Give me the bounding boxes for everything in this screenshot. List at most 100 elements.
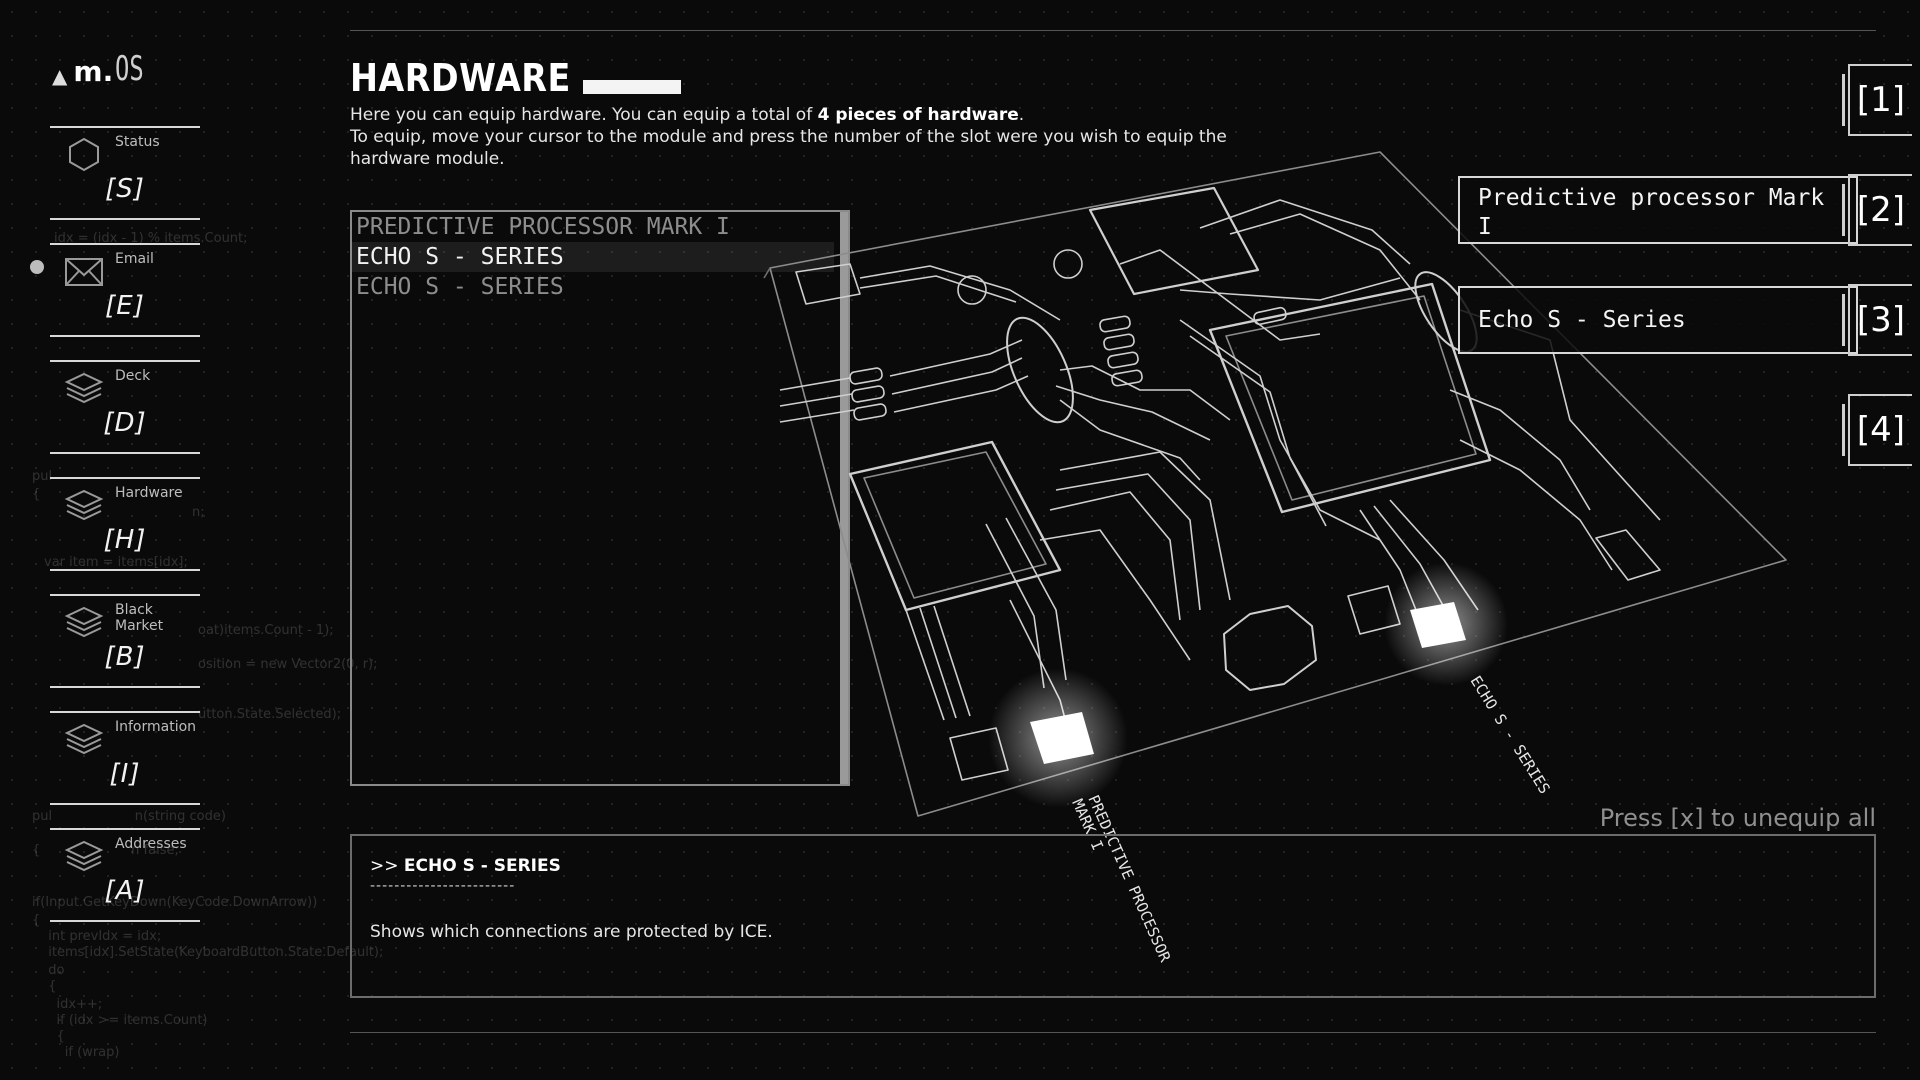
nav-item-label: Black Market <box>115 602 164 634</box>
trace <box>1119 249 1321 341</box>
octagon-pad <box>1223 605 1317 691</box>
trace <box>893 375 1029 413</box>
description-panel: >> ECHO S - SERIES ---------------------… <box>350 834 1876 998</box>
trace <box>859 275 1017 303</box>
board-label-echo: ECHO S - SERIES <box>1467 673 1554 797</box>
nav-item-key: [E] <box>105 291 145 321</box>
board-outline <box>769 151 1787 817</box>
intro-text-bold: 4 pieces of hardware <box>817 105 1019 125</box>
app-logo: ▲ m. OS <box>52 52 156 86</box>
nav-item-addresses[interactable]: Addresses [A] <box>50 828 200 922</box>
description-text: Shows which connections are protected by… <box>370 922 773 942</box>
nav-item-key: [B] <box>104 642 146 672</box>
connector-pad <box>1103 333 1135 351</box>
trace <box>1059 451 1231 601</box>
nav-item-hardware[interactable]: Hardware [H] <box>50 477 200 571</box>
connector-pad <box>849 367 883 385</box>
chip-top <box>1088 186 1260 296</box>
hexagon-icon <box>64 136 104 172</box>
board-edge <box>763 267 771 279</box>
layers-icon <box>64 604 104 640</box>
trace <box>1189 335 1327 527</box>
trace <box>905 609 945 721</box>
code-line: idx++; <box>40 997 103 1012</box>
trace <box>985 523 1045 689</box>
nav-item-label: Status <box>115 134 160 150</box>
equipped-module-echo <box>1410 602 1466 648</box>
nav-item-information[interactable]: Information [I] <box>50 711 200 805</box>
nav-item-label: Deck <box>115 368 151 384</box>
circuit-board: PREDICTIVE PROCESSOR MARK I ECHO S - SER… <box>763 151 1787 966</box>
nav-item-email[interactable]: Email [E] <box>50 243 200 337</box>
component-box <box>1595 529 1661 581</box>
code-line: { <box>40 1029 65 1044</box>
slot-2-number[interactable]: [2] <box>1842 174 1912 246</box>
chip-left-inner <box>863 451 1047 599</box>
trace <box>779 393 853 407</box>
chip-large <box>1208 282 1492 514</box>
trace <box>859 265 1061 321</box>
description-title: >> ECHO S - SERIES <box>370 856 561 876</box>
envelope-icon <box>64 253 104 289</box>
code-line: oat)items.Count - 1); <box>198 623 334 638</box>
intro-text-post: . <box>1018 105 1025 125</box>
equipped-module-predictive <box>1030 712 1094 764</box>
intro-line-2: To equip, move your cursor to the module… <box>350 127 1227 169</box>
code-line: if (idx >= items.Count) <box>40 1013 208 1028</box>
chip-large-inner <box>1225 295 1477 501</box>
trace <box>889 339 1023 377</box>
list-item[interactable]: ECHO S - SERIES <box>356 274 564 300</box>
layers-icon <box>64 838 104 874</box>
code-line: if (wrap) <box>40 1045 120 1060</box>
description-divider: ------------------------ <box>370 878 516 894</box>
trace <box>1449 389 1591 511</box>
connector-pad <box>851 385 885 403</box>
code-line: { <box>32 487 41 502</box>
code-line: { <box>40 979 57 994</box>
title-underline <box>582 80 681 94</box>
slot-3-equipped[interactable]: Echo S - Series <box>1458 286 1858 354</box>
nav-item-black-market[interactable]: Black Market [B] <box>50 594 200 688</box>
trace <box>779 409 855 423</box>
trace <box>1229 213 1421 301</box>
bottom-rule <box>350 1032 1876 1033</box>
layers-icon <box>64 370 104 406</box>
slot-4-number[interactable]: [4] <box>1842 394 1912 466</box>
trace <box>1059 399 1201 481</box>
logo-mountain-icon: ▲ <box>52 64 68 88</box>
trace <box>1039 529 1191 661</box>
trace <box>1055 385 1211 441</box>
slot-2-equipped[interactable]: Predictive processor Mark I <box>1458 176 1858 244</box>
slot-1-number[interactable]: [1] <box>1842 64 1912 136</box>
list-item-selected[interactable]: ECHO S - SERIES <box>352 242 834 272</box>
trace <box>1005 517 1067 681</box>
logo-m: m. <box>73 55 114 88</box>
trace <box>1459 439 1613 571</box>
nav-item-label: Hardware <box>115 485 183 501</box>
connector-pad <box>1253 306 1287 326</box>
nav-item-label: Email <box>115 251 154 267</box>
slot-3-number[interactable]: [3] <box>1842 284 1912 356</box>
layers-icon <box>64 487 104 523</box>
connector-pad <box>853 403 887 421</box>
intro-line-1: Here you can equip hardware. You can equ… <box>350 104 1290 126</box>
page-title: HARDWARE <box>350 56 571 100</box>
trace <box>891 357 1023 395</box>
trace <box>1179 277 1401 301</box>
nav-indicator-dot <box>30 260 44 274</box>
nav-item-key: [S] <box>105 174 145 204</box>
trace <box>779 377 851 391</box>
unequip-hint: Press [x] to unequip all <box>1599 804 1876 832</box>
list-item[interactable]: PREDICTIVE PROCESSOR MARK I <box>356 214 730 240</box>
connector-pad <box>1099 315 1131 333</box>
nav-item-key: [H] <box>103 525 147 555</box>
trace <box>1049 491 1181 621</box>
nav-item-status[interactable]: Status [S] <box>50 126 200 220</box>
nav-item-key: [A] <box>104 876 146 906</box>
list-scrollbar[interactable] <box>840 212 848 784</box>
hardware-list[interactable]: PREDICTIVE PROCESSOR MARK I ECHO S - SER… <box>350 210 850 786</box>
code-line: { <box>32 913 41 928</box>
code-line: utton.State.Selected); <box>198 707 342 722</box>
trace <box>1059 365 1231 421</box>
nav-item-deck[interactable]: Deck [D] <box>50 360 200 454</box>
